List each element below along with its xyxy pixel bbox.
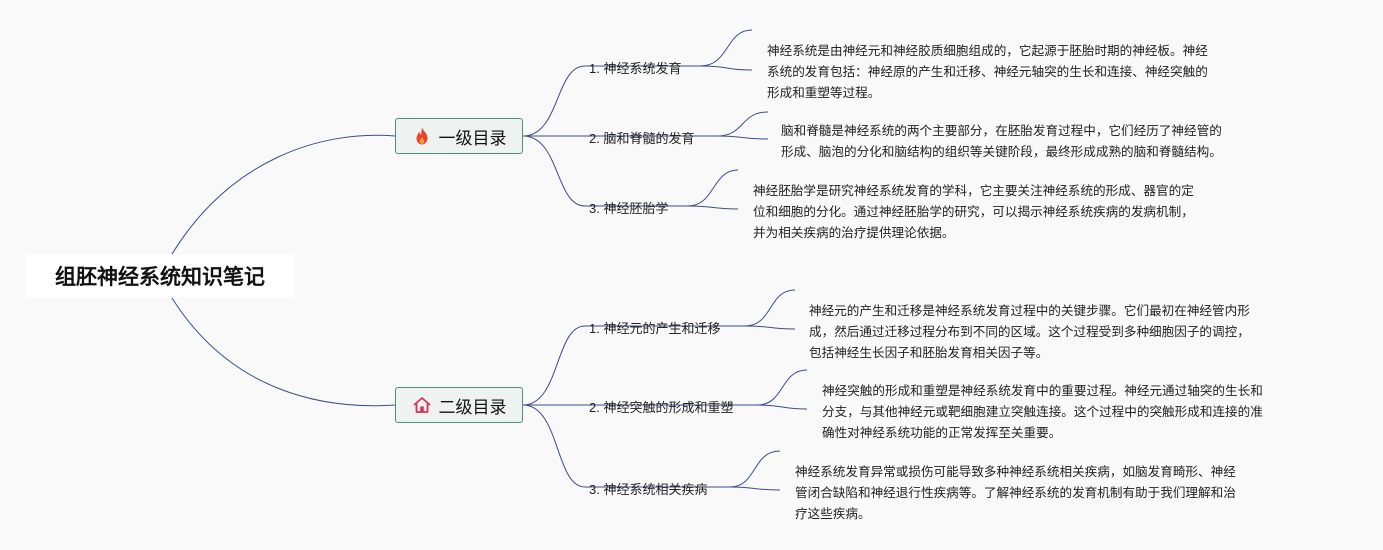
connector-branch-1-topic-1	[522, 65, 700, 137]
branch-node-1[interactable]: 一级目录	[395, 118, 523, 154]
root-title: 组胚神经系统知识笔记	[55, 265, 265, 289]
topic-2-1[interactable]: 1. 神经元的产生和迁移	[589, 321, 721, 336]
branch-label-1: 一级目录	[438, 128, 507, 149]
detail-note-1-2[interactable]: 脑和脊髓是神经系统的两个主要部分，在胚胎发育过程中，它们经历了神经管的 形成、脑…	[781, 120, 1222, 162]
topic-2-3[interactable]: 3. 神经系统相关疾病	[589, 482, 708, 497]
detail-line: 神经系统发育异常或损伤可能导致多种神经系统相关疾病，如脑发育畸形、神经	[795, 464, 1236, 479]
connector-root-branch-1	[171, 134, 396, 255]
detail-line: 并为相关疾病的治疗提供理论依据。	[753, 225, 955, 240]
detail-line: 成，然后通过迁移过程分布到不同的区域。这个过程受到多种细胞因子的调控，	[809, 324, 1250, 339]
detail-line: 形成、脑泡的分化和脑结构的组织等关键阶段，最终形成成熟的脑和脊髓结构。	[781, 144, 1222, 159]
detail-line: 系统的发育包括：神经原的产生和迁移、神经元轴突的生长和连接、神经突触的	[767, 64, 1208, 79]
branch-label-2: 二级目录	[438, 397, 507, 418]
detail-bracket-2-3	[729, 450, 781, 491]
detail-line: 管闭合缺陷和神经退行性疾病等。了解神经系统的发育机制有助于我们理解和治	[795, 485, 1236, 500]
branch-node-2[interactable]: 二级目录	[395, 387, 523, 423]
detail-note-2-1[interactable]: 神经元的产生和迁移是神经系统发育过程中的关键步骤。它们最初在神经管内形 成，然后…	[809, 300, 1250, 363]
detail-bracket-2-2	[756, 369, 808, 410]
detail-note-2-2[interactable]: 神经突触的形成和重塑是神经系统发育中的重要过程。神经元通过轴突的生长和 分支，与…	[822, 380, 1263, 443]
detail-line: 包括神经生长因子和胚胎发育相关因子等。	[809, 345, 1049, 360]
detail-note-1-3[interactable]: 神经胚胎学是研究神经系统发育的学科，它主要关注神经系统的形成、器官的定 位和细胞…	[753, 180, 1194, 243]
home-icon	[413, 397, 430, 413]
detail-bracket-1-3	[687, 169, 739, 210]
detail-line: 脑和脊髓是神经系统的两个主要部分，在胚胎发育过程中，它们经历了神经管的	[781, 123, 1222, 138]
detail-line: 分支，与其他神经元或靶细胞建立突触连接。这个过程中的突触形成和连接的准	[822, 404, 1263, 419]
topic-1-2[interactable]: 2. 脑和脊髓的发育	[589, 131, 695, 146]
topic-2-2[interactable]: 2. 神经突触的形成和重塑	[589, 400, 734, 415]
connector-branch-2-topic-3	[522, 404, 730, 488]
root-node[interactable]: 组胚神经系统知识笔记	[26, 254, 294, 298]
detail-bracket-1-1	[699, 29, 753, 71]
detail-line: 神经胚胎学是研究神经系统发育的学科，它主要关注神经系统的形成、器官的定	[753, 183, 1194, 198]
connector-branch-2-topic-1	[522, 325, 745, 406]
detail-line: 神经突触的形成和重塑是神经系统发育中的重要过程。神经元通过轴突的生长和	[822, 383, 1263, 398]
detail-line: 形成和重塑等过程。	[767, 85, 881, 100]
topic-1-1[interactable]: 1. 神经系统发育	[589, 61, 682, 76]
detail-note-1-1[interactable]: 神经系统是由神经元和神经胶质细胞组成的，它起源于胚胎时期的神经板。神经 系统的发…	[767, 40, 1208, 103]
detail-line: 确性对神经系统功能的正常发挥至关重要。	[822, 425, 1062, 440]
detail-line: 神经元的产生和迁移是神经系统发育过程中的关键步骤。它们最初在神经管内形	[809, 303, 1250, 318]
detail-bracket-1-2	[716, 111, 769, 140]
detail-line: 位和细胞的分化。通过神经胚胎学的研究，可以揭示神经系统疾病的发病机制，	[753, 204, 1194, 219]
detail-line: 疗这些疾病。	[795, 506, 871, 521]
detail-line: 神经系统是由神经元和神经胶质细胞组成的，它起源于胚胎时期的神经板。神经	[767, 43, 1208, 58]
connector-branch-1-topic-3	[522, 135, 688, 207]
connector-root-branch-2	[171, 297, 396, 407]
fire-icon	[416, 127, 427, 145]
detail-note-2-3[interactable]: 神经系统发育异常或损伤可能导致多种神经系统相关疾病，如脑发育畸形、神经 管闭合缺…	[795, 461, 1236, 524]
topic-1-3[interactable]: 3. 神经胚胎学	[589, 201, 669, 216]
detail-bracket-2-1	[744, 289, 796, 330]
